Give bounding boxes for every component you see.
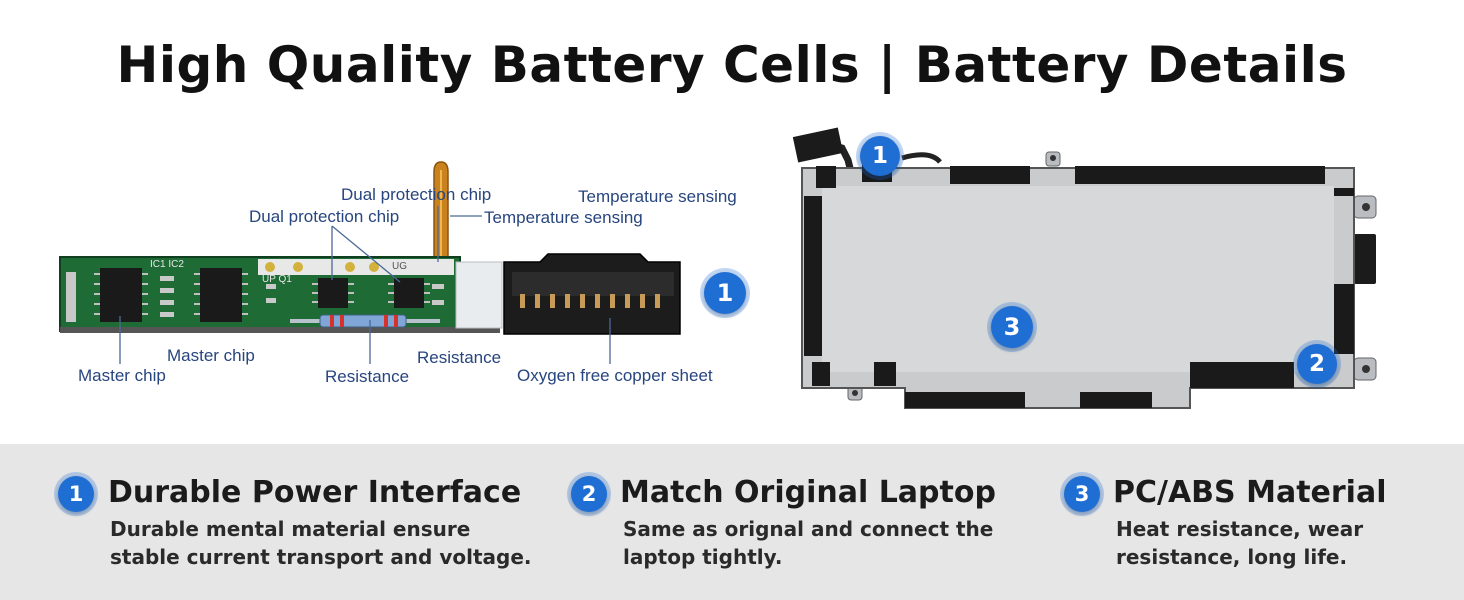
label-temperature-sensing: Temperature sensing bbox=[484, 208, 643, 227]
label-master-chip-lower: Master chip bbox=[78, 366, 166, 385]
feature-desc-line1: Same as orignal and connect the bbox=[623, 517, 994, 541]
label-oxygen-free-copper-sheet: Oxygen free copper sheet bbox=[517, 366, 713, 385]
board-print-ug: UG bbox=[392, 261, 407, 272]
feature-desc-line2: laptop tightly. bbox=[623, 545, 783, 569]
feature-desc-line2: resistance, long life. bbox=[1116, 545, 1348, 569]
feature-desc-line1: Heat resistance, wear bbox=[1116, 517, 1364, 541]
label-master-chip: Master chip bbox=[167, 346, 255, 365]
feature-desc-line1: Durable mental material ensure bbox=[110, 517, 471, 541]
page-title: High Quality Battery Cells | Battery Det… bbox=[116, 36, 1348, 94]
feature-badge-2: 2 bbox=[571, 476, 607, 512]
label-dual-protection-chip-top: Dual protection chip bbox=[341, 185, 492, 204]
battery-illustration bbox=[792, 127, 1377, 409]
badge-2-battery: 2 bbox=[1297, 344, 1337, 384]
board-print-ic: IC1 IC2 bbox=[150, 259, 184, 270]
board-print-q: UP Q1 bbox=[262, 274, 292, 285]
label-resistance-lower: Resistance bbox=[325, 367, 410, 386]
feature-title-match-original-laptop: Match Original Laptop bbox=[620, 475, 996, 510]
feature-title-pc-abs-material: PC/ABS Material bbox=[1113, 475, 1387, 510]
feature-badge-1: 1 bbox=[58, 476, 94, 512]
badge-1-pcb: 1 bbox=[704, 272, 746, 314]
label-temperature-sensing-top: Temperature sensing bbox=[578, 187, 737, 206]
badge-3-battery: 3 bbox=[991, 306, 1033, 348]
feature-title-durable-power-interface: Durable Power Interface bbox=[108, 475, 522, 510]
features-band bbox=[0, 444, 1464, 600]
feature-badge-3: 3 bbox=[1064, 476, 1100, 512]
feature-desc-line2: stable current transport and voltage. bbox=[110, 545, 532, 569]
label-resistance: Resistance bbox=[417, 348, 502, 367]
pcb-illustration bbox=[59, 161, 681, 364]
badge-1-battery: 1 bbox=[860, 136, 900, 176]
label-dual-protection-chip: Dual protection chip bbox=[249, 207, 400, 226]
